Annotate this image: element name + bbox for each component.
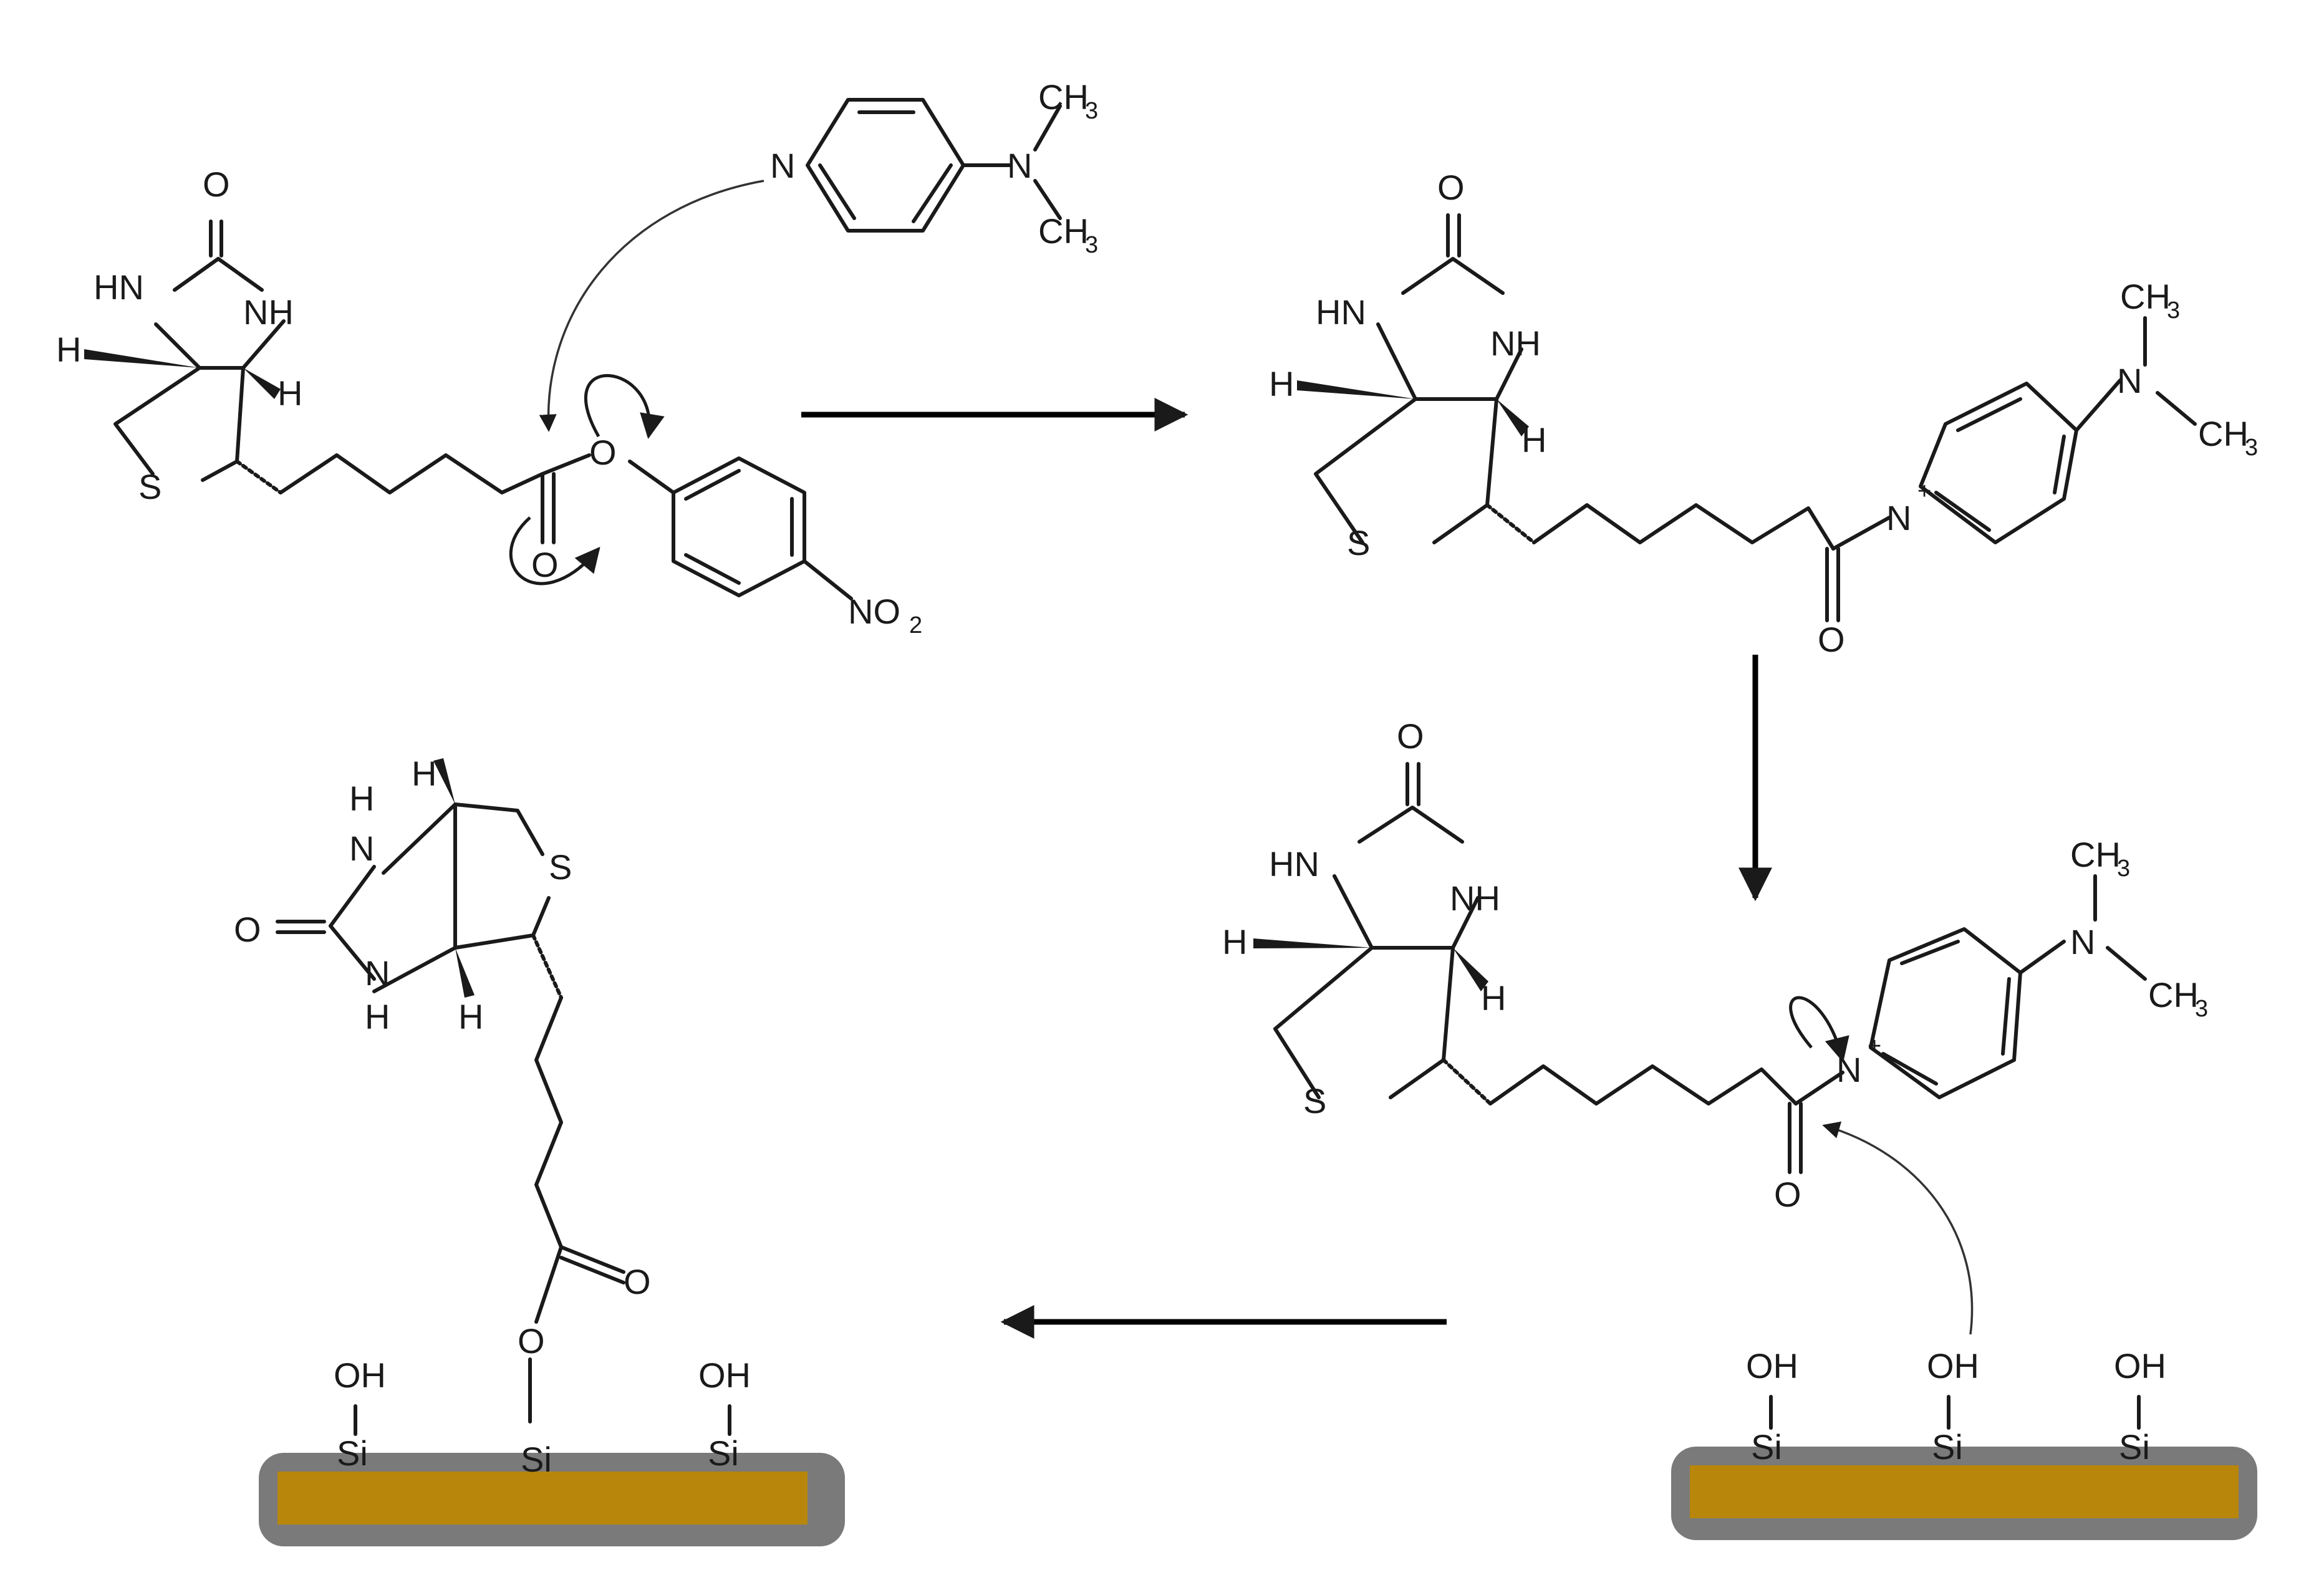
surface-bound-biotin: H H N S O N H H O O OH OH Si Si Si	[234, 754, 845, 1546]
atom-s-4: S	[549, 847, 572, 887]
atom-h-left-3: H	[1222, 922, 1247, 961]
atom-o-ester-4: O	[518, 1321, 545, 1361]
atom-si-r1: Si	[1751, 1427, 1782, 1467]
atom-oh-r1: OH	[1746, 1346, 1798, 1385]
atom-h-right: H	[277, 373, 302, 413]
atom-ch3-bottom-3: CH	[2148, 975, 2199, 1014]
atom-nh: NH	[243, 292, 294, 332]
atom-si-l3: Si	[708, 1433, 739, 1473]
atom-ch3-top: CH	[1038, 77, 1089, 117]
atom-hn: HN	[94, 267, 144, 307]
atom-o-carbonyl-3: O	[1774, 1175, 1801, 1214]
atom-nh-3: NH	[1450, 879, 1500, 918]
atom-nh-2: NH	[1490, 324, 1541, 363]
atom-o-urea-4: O	[234, 910, 261, 949]
atom-h-right-3: H	[1481, 978, 1506, 1018]
atom-no2: NO	[848, 592, 900, 631]
atom-plus-2: +	[1917, 478, 1931, 504]
atom-n-top-4: N	[349, 829, 374, 868]
intermediate-with-surface: O HN NH H H S O N + N CH 3 CH 3 OH OH OH…	[1222, 716, 2257, 1540]
atom-h-nh-top-4: H	[349, 779, 374, 818]
atom-ch3-bottom-2-sub: 3	[2245, 435, 2258, 461]
atom-ch3-top-2-sub: 3	[2167, 297, 2180, 324]
atom-s: S	[138, 467, 162, 506]
atom-h-left-2: H	[1269, 364, 1294, 403]
atom-h-top-4: H	[412, 754, 436, 793]
atom-oh-l3: OH	[698, 1356, 751, 1395]
atom-o-carbonyl-4: O	[624, 1262, 651, 1301]
atom-ch3-top-3: CH	[2070, 835, 2121, 874]
atom-ch3-top-3-sub: 3	[2117, 855, 2130, 882]
atom-hn-3: HN	[1269, 844, 1319, 884]
atom-n-bottom-4: N	[365, 953, 390, 993]
atom-hn-2: HN	[1316, 292, 1366, 332]
atom-o-urea-2: O	[1437, 168, 1465, 207]
atom-si-l1: Si	[337, 1433, 368, 1473]
atom-s-2: S	[1347, 523, 1370, 562]
atom-oh-r3: OH	[2114, 1346, 2166, 1385]
atom-n-dimethyl-3: N	[2070, 922, 2095, 961]
atom-o-carbonyl: O	[531, 545, 559, 584]
atom-o-urea-3: O	[1397, 716, 1424, 756]
atom-n-dimethyl: N	[1007, 146, 1032, 185]
atom-o-carbonyl-2: O	[1818, 620, 1845, 659]
atom-plus-3: +	[1868, 1033, 1881, 1059]
atom-o-ester: O	[589, 433, 617, 472]
atom-ch3-top-2: CH	[2120, 277, 2171, 316]
dmap-reagent: N N CH 3 CH 3	[539, 77, 1098, 432]
atom-oh-r2: OH	[1927, 1346, 1979, 1385]
atom-h-left: H	[56, 330, 81, 369]
atom-o-urea: O	[203, 165, 230, 204]
atom-h-nh-bottom-4: H	[365, 997, 390, 1036]
atom-oh-l1: OH	[334, 1356, 386, 1395]
acylpyridinium-intermediate: O HN NH H H S O N + N CH 3 CH 3	[1269, 168, 2258, 659]
atom-no2-sub: 2	[909, 612, 922, 638]
atom-ch3-bottom: CH	[1038, 211, 1089, 251]
atom-si-r2: Si	[1932, 1427, 1963, 1467]
biotin-nitrophenyl-ester: O HN NH H H S O O NO 2	[56, 165, 922, 638]
atom-ch3-bottom-sub: 3	[1085, 232, 1098, 258]
atom-n-dimethyl-2: N	[2117, 361, 2142, 400]
atom-si-r3: Si	[2119, 1427, 2150, 1467]
atom-s-3: S	[1303, 1081, 1326, 1120]
atom-h-bottom-4: H	[458, 997, 483, 1036]
atom-ch3-top-sub: 3	[1085, 98, 1098, 124]
atom-ch3-bottom-3-sub: 3	[2195, 996, 2208, 1022]
atom-ch3-bottom-2: CH	[2198, 414, 2249, 453]
atom-h-right-2: H	[1521, 420, 1546, 460]
atom-n-plus-2: N	[1886, 498, 1911, 537]
atom-n-pyridine: N	[770, 146, 795, 185]
atom-si-l2: Si	[521, 1440, 552, 1479]
